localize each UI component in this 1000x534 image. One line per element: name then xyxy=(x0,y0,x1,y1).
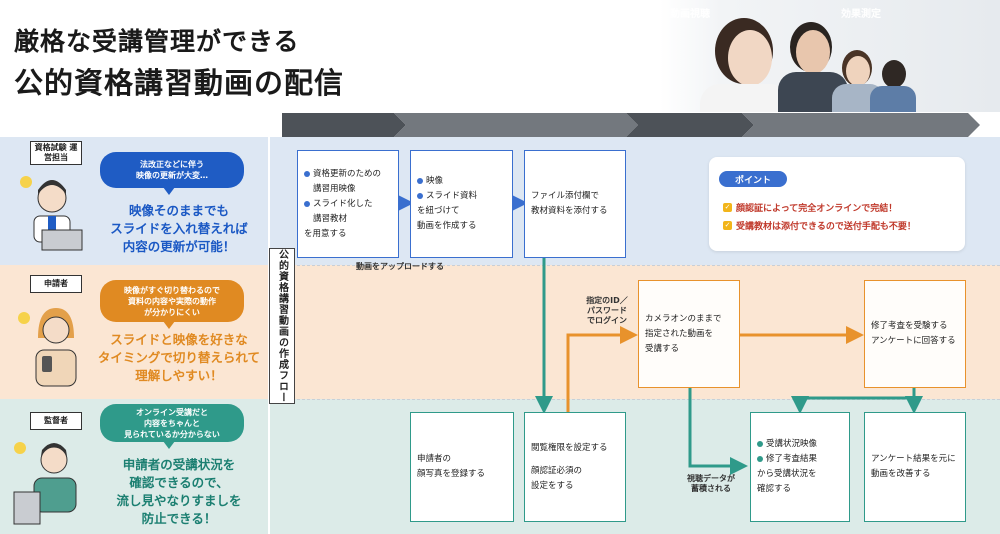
box8-item-1: 受講状況映像 xyxy=(766,439,818,449)
person-face-3 xyxy=(846,56,870,86)
point-panel: ポイント ✓ 顔認証によって完全オンラインで完結！ ✓ 受講教材は添付できるので送付… xyxy=(709,157,965,251)
check-icon: ✓ xyxy=(723,203,732,212)
applicant-concern-bubble: 映像がすぐ切り替わるので 資料の内容や実際の動作 が分かりにくい xyxy=(100,280,244,329)
applicant-benefit: スライドと映像を好きな タイミングで切り替えられて 理解しやすい！ xyxy=(97,332,261,383)
box7-text-2: 顔認証必須の 設定をする xyxy=(531,465,583,491)
point-item-2: 受講教材は添付できるので送付手配も不要！ xyxy=(736,222,916,232)
admin-benefit: 映像そのままでも スライドを入れ替えれば 内容の更新が可能！ xyxy=(110,203,248,254)
phase-header xyxy=(282,113,980,137)
box8-tail: から受講状況を 確認する xyxy=(757,469,817,494)
lane-divider-2 xyxy=(282,399,1000,400)
person-face-2 xyxy=(796,30,830,74)
supervisor-benefit: 申請者の受講状況を 確認できるので、 流し見やなりすましを 防止できる！ xyxy=(116,457,242,526)
phase-measurement: 効果測定 xyxy=(841,8,881,20)
check-icon: ✓ xyxy=(723,221,732,230)
box1-item-2: スライド化した 講習教材 xyxy=(313,198,373,224)
box-register-face: 申請者の 顔写真を登録する xyxy=(410,412,514,522)
box2-item-1: 映像 xyxy=(426,176,444,186)
lane-label-admin: 資格試験 運営担当 xyxy=(30,141,82,165)
box-take-exam: 修了考査を受験する アンケートに回答する xyxy=(864,280,966,388)
lane-divider-1 xyxy=(282,265,1000,266)
admin-illustration xyxy=(20,176,83,251)
phase-video-prep: 映像準備 xyxy=(318,8,358,20)
box7-text-1: 閲覧権限を設定する xyxy=(531,442,608,453)
supervisor-concern-bubble: オンライン受講だと 内容をちゃんと 見られているか分からない xyxy=(100,404,244,449)
box-create-video: 映像 スライド資料 を紐づけて 動画を作成する xyxy=(410,150,513,258)
box-attach-materials: ファイル添付欄で 教材資料を添付する xyxy=(524,150,626,258)
lane-label-supervisor: 監督者 xyxy=(30,412,82,430)
box-watch-video: カメラオンのままで 指定された動画を 受講する xyxy=(638,280,740,388)
supervisor-illustration xyxy=(13,442,77,525)
box8-item-2: 修了考査結果 xyxy=(766,454,818,464)
person-body-4 xyxy=(870,86,916,112)
lane-label-applicant: 申請者 xyxy=(30,275,82,293)
box-set-permissions: 閲覧権限を設定する 顔認証必須の 設定をする xyxy=(524,412,626,522)
header-photo xyxy=(660,0,1000,112)
box1-tail: を用意する xyxy=(304,228,347,239)
page-title-line1: 厳格な受講管理ができる xyxy=(14,27,300,56)
point-item-1: 顔認証によって完全オンラインで完結！ xyxy=(736,204,898,214)
box1-item-1: 資格更新のための 講習用映像 xyxy=(313,168,382,194)
phase-delivery-prep: 配信準備 xyxy=(496,8,536,20)
box-improve-video: アンケート結果を元に 動画を改善する xyxy=(864,412,966,522)
admin-concern-bubble: 法改正などに伴う 映像の更新が大変… xyxy=(100,152,244,195)
point-tag: ポイント xyxy=(719,171,787,187)
applicant-illustration xyxy=(18,308,77,387)
person-face-1 xyxy=(728,30,772,86)
box-prepare-materials: 資格更新のための 講習用映像 スライド化した 講習教材 を用意する xyxy=(297,150,399,258)
note-upload: 動画をアップロードする xyxy=(356,262,444,271)
person-hair-4 xyxy=(882,60,906,88)
box2-item-2: スライド資料 xyxy=(426,191,478,201)
flow-vertical-label: 公的資格講習動画の作成フロー xyxy=(269,248,295,404)
box-check-status: 受講状況映像 修了考査結果 から受講状況を 確認する xyxy=(750,412,850,522)
phase-viewing: 動画視聴 xyxy=(670,8,710,20)
page-title-line2: 公的資格講習動画の配信 xyxy=(14,66,345,100)
note-viewing-data: 視聴データが 蓄積される xyxy=(687,474,735,493)
person-body-1 xyxy=(700,84,790,112)
box2-tail: を紐づけて 動画を作成する xyxy=(417,206,477,231)
note-login: 指定のID／ パスワード でログイン xyxy=(586,296,628,325)
